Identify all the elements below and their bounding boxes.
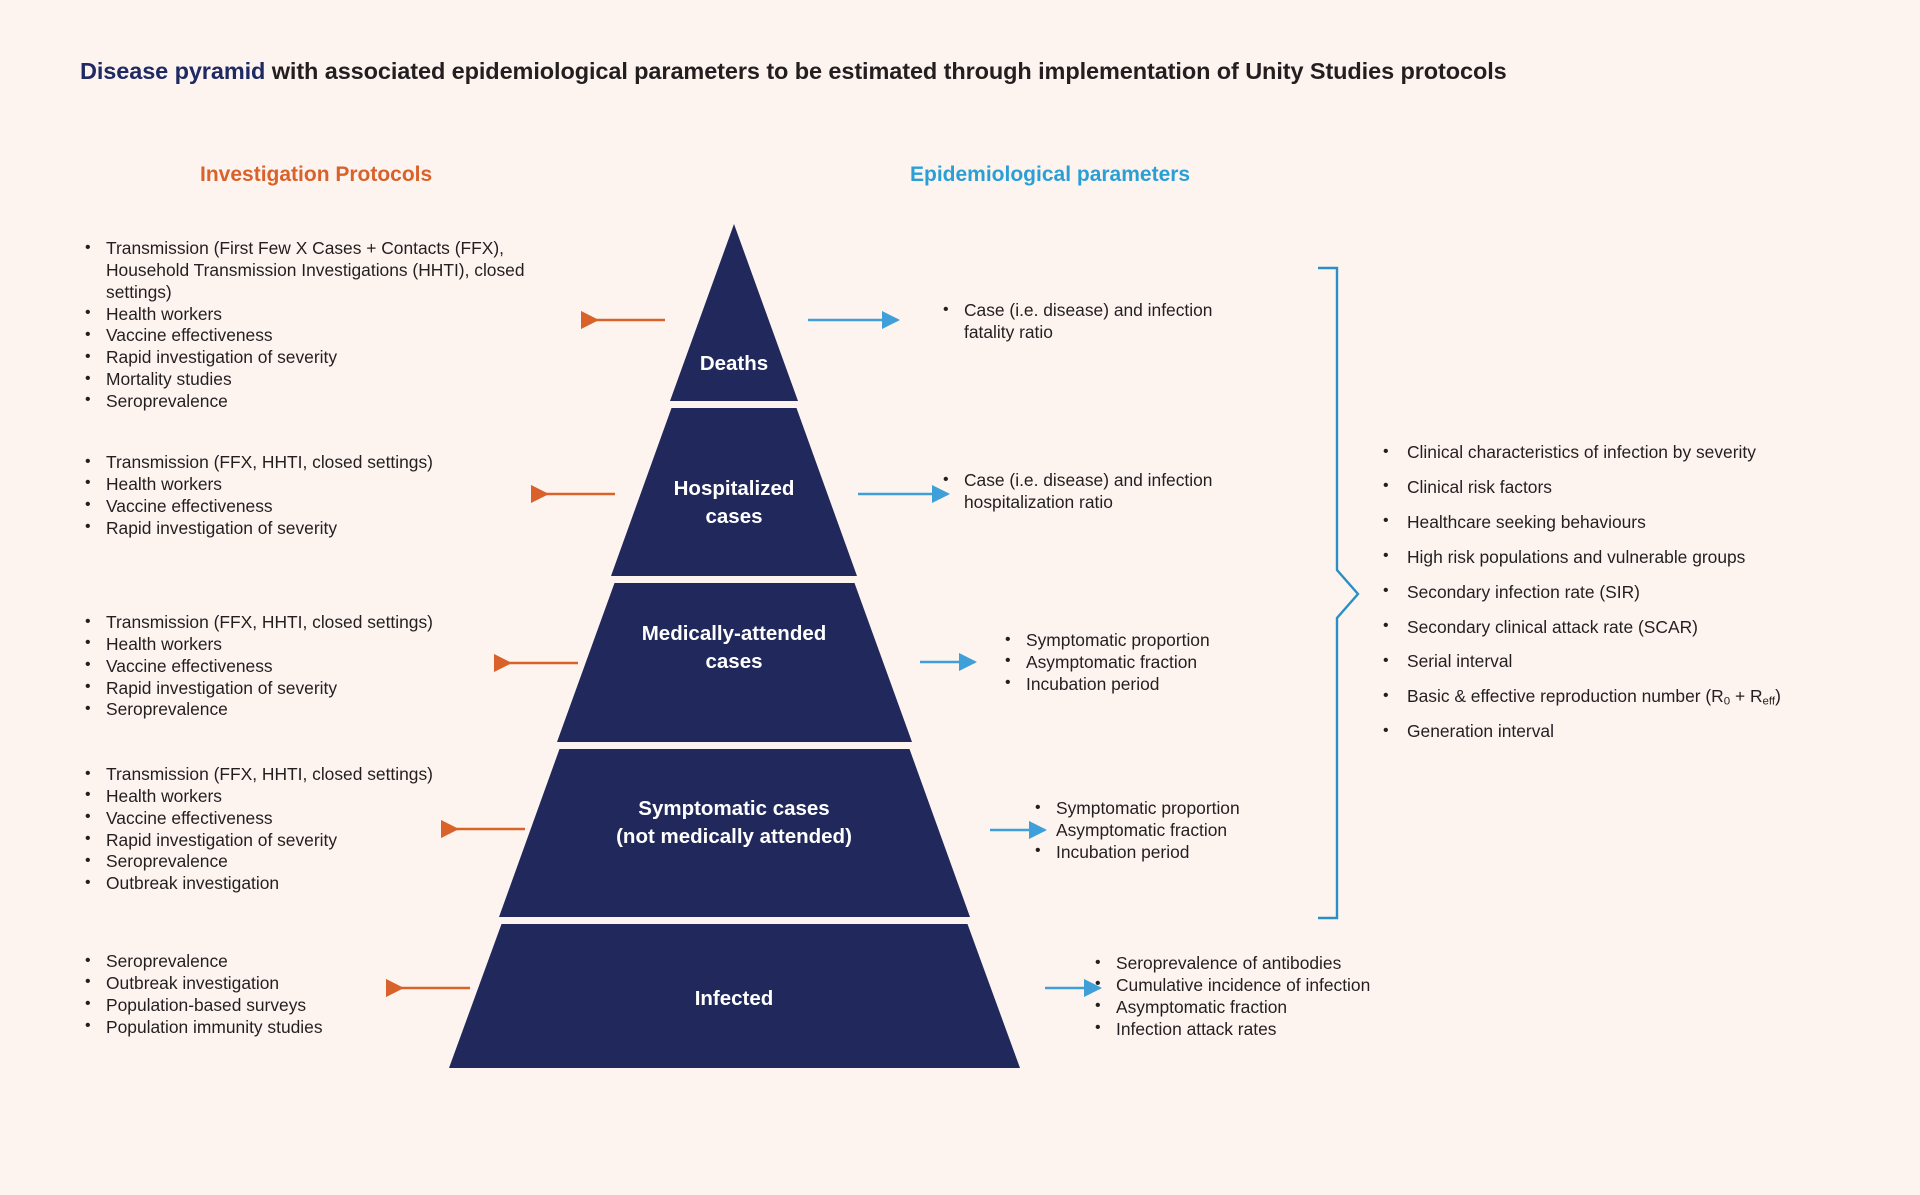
list-item: Transmission (FFX, HHTI, closed settings… — [80, 764, 550, 786]
parameters-list-deaths: Case (i.e. disease) and infection fatali… — [938, 300, 1238, 344]
list-item: Incubation period — [1000, 673, 1300, 696]
parameters-list-symptomatic: Symptomatic proportion Asymptomatic frac… — [1030, 798, 1330, 864]
repro-text: Basic & effective reproduction number (R — [1407, 686, 1724, 707]
list-item: Seroprevalence — [80, 699, 550, 721]
list-item: Seroprevalence — [80, 390, 550, 413]
list-item: Rapid investigation of severity — [80, 347, 550, 369]
page-title-accent: Disease pyramid — [80, 58, 266, 84]
list-item: Health workers — [80, 633, 550, 656]
list-item: Generation interval — [1375, 722, 1895, 740]
list-item: Health workers — [80, 473, 550, 496]
list-item: Cumulative incidence of infection — [1090, 974, 1450, 997]
list-item: Symptomatic proportion — [1000, 630, 1300, 652]
repro-mid: + R — [1730, 686, 1763, 707]
list-item: Case (i.e. disease) and infection hospit… — [938, 470, 1268, 514]
list-item: Seroprevalence — [80, 851, 550, 873]
list-item: Outbreak investigation — [80, 873, 550, 895]
list-item: Asymptomatic fraction — [1000, 651, 1300, 674]
pyramid-band-infected — [449, 924, 1020, 1068]
protocols-list-symptomatic: Transmission (FFX, HHTI, closed settings… — [80, 764, 550, 895]
band-label-medically-attended-line2: cases — [705, 650, 762, 673]
list-item: Health workers — [80, 303, 550, 326]
band-label-medically-attended-line1: Medically-attended — [642, 622, 827, 645]
protocols-list-hospitalized: Transmission (FFX, HHTI, closed settings… — [80, 452, 550, 539]
page-title: Disease pyramid with associated epidemio… — [80, 58, 1507, 85]
pyramid-band-deaths — [670, 224, 798, 401]
parameters-list-hospitalized: Case (i.e. disease) and infection hospit… — [938, 470, 1268, 514]
list-item: Transmission (FFX, HHTI, closed settings… — [80, 452, 550, 474]
band-label-infected: Infected — [695, 987, 774, 1010]
band-label-deaths: Deaths — [700, 352, 768, 375]
pyramid-band-medically-attended — [557, 583, 912, 742]
list-item: Outbreak investigation — [80, 972, 550, 995]
protocols-list-medically-attended: Transmission (FFX, HHTI, closed settings… — [80, 612, 550, 721]
list-item: Symptomatic proportion — [1030, 798, 1330, 820]
band-label-symptomatic-line2: (not medically attended) — [616, 825, 852, 848]
list-item: Secondary clinical attack rate (SCAR) — [1375, 618, 1895, 636]
list-item: Clinical risk factors — [1375, 478, 1895, 496]
band-label-hospitalized-line2: cases — [705, 505, 762, 528]
list-item: Rapid investigation of severity — [80, 517, 550, 540]
band-label-symptomatic-line1: Symptomatic cases — [638, 797, 829, 820]
list-item: Infection attack rates — [1090, 1018, 1450, 1041]
list-item: Clinical characteristics of infection by… — [1375, 443, 1895, 461]
list-item: Transmission (FFX, HHTI, closed settings… — [80, 612, 550, 634]
list-item: Population immunity studies — [80, 1016, 550, 1039]
list-item: Asymptomatic fraction — [1030, 819, 1330, 842]
repro-tail: ) — [1775, 686, 1781, 707]
list-item-reproduction-number: Basic & effective reproduction number (R… — [1375, 686, 1895, 708]
list-item: Vaccine effectiveness — [80, 495, 550, 518]
list-item: Vaccine effectiveness — [80, 807, 550, 830]
repro-sub-eff: eff — [1762, 695, 1776, 708]
pyramid-band-hospitalized — [611, 408, 857, 576]
list-item: Incubation period — [1030, 841, 1330, 864]
protocols-list-deaths: Transmission (First Few X Cases + Contac… — [80, 238, 550, 413]
list-item: High risk populations and vulnerable gro… — [1375, 548, 1895, 566]
list-item: Mortality studies — [80, 369, 550, 391]
list-item: Secondary infection rate (SIR) — [1375, 583, 1895, 601]
list-item: Seroprevalence — [80, 951, 550, 973]
list-item: Population-based surveys — [80, 994, 550, 1017]
list-item: Health workers — [80, 785, 550, 808]
protocols-list-infected: Seroprevalence Outbreak investigation Po… — [80, 951, 550, 1038]
column-header-epidemiological-parameters: Epidemiological parameters — [910, 163, 1191, 186]
list-item: Transmission (First Few X Cases + Contac… — [80, 238, 550, 304]
list-item: Healthcare seeking behaviours — [1375, 513, 1895, 531]
pyramid-band-symptomatic — [499, 749, 970, 917]
list-item: Case (i.e. disease) and infection fatali… — [938, 300, 1238, 344]
list-item: Serial interval — [1375, 653, 1895, 671]
list-item: Vaccine effectiveness — [80, 655, 550, 678]
band-label-hospitalized-line1: Hospitalized — [674, 477, 795, 500]
list-item: Asymptomatic fraction — [1090, 996, 1450, 1019]
column-header-investigation-protocols: Investigation Protocols — [200, 163, 433, 186]
parameters-list-medically-attended: Symptomatic proportion Asymptomatic frac… — [1000, 630, 1300, 696]
list-item: Rapid investigation of severity — [80, 677, 550, 700]
cross-cutting-parameters-list: Clinical characteristics of infection by… — [1375, 443, 1895, 758]
list-item: Vaccine effectiveness — [80, 325, 550, 347]
page-title-rest: with associated epidemiological paramete… — [265, 58, 1507, 84]
parameters-list-infected: Seroprevalence of antibodies Cumulative … — [1090, 953, 1450, 1040]
list-item: Seroprevalence of antibodies — [1090, 953, 1450, 975]
list-item: Rapid investigation of severity — [80, 829, 550, 852]
repro-sub-zero: 0 — [1723, 695, 1731, 708]
disease-pyramid: Deaths Hospitalized cases Medically-atte… — [410, 215, 1060, 1080]
